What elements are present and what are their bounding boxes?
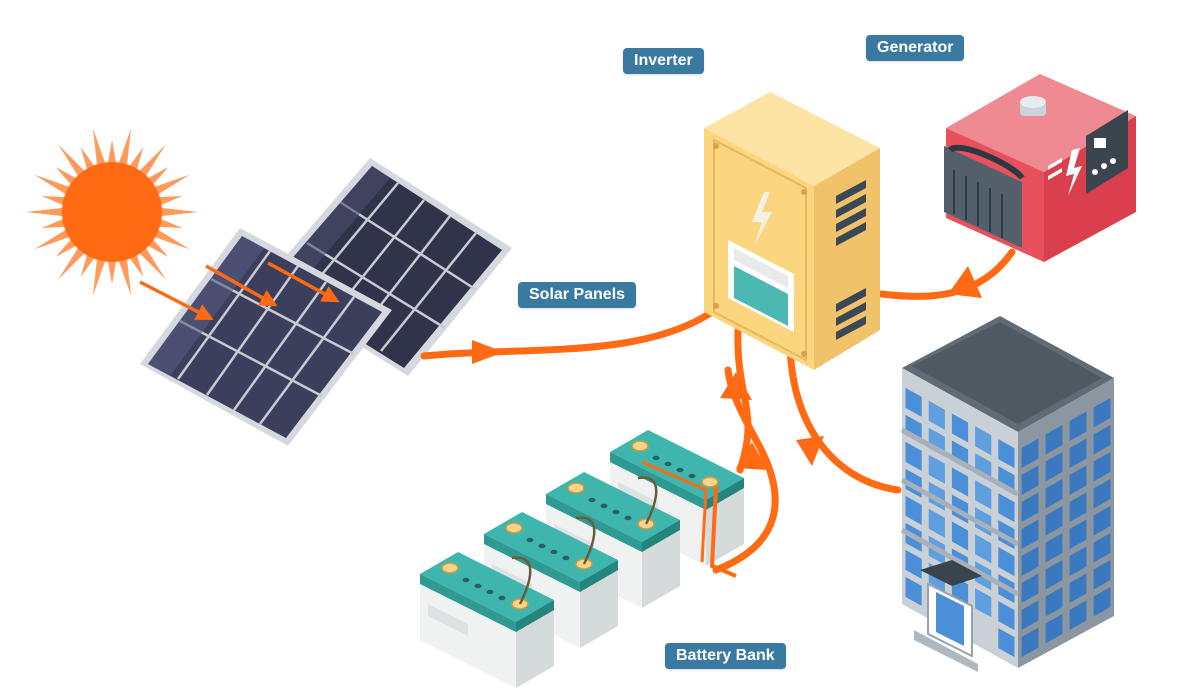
generator-icon xyxy=(944,74,1136,262)
flow-arrowheads xyxy=(472,266,982,470)
generator-label: Generator xyxy=(866,35,965,61)
inverter-icon xyxy=(704,92,880,370)
inverter-label: Inverter xyxy=(623,48,704,74)
solar-panels-icon xyxy=(139,158,512,446)
building-windows-right xyxy=(1021,398,1111,657)
flow-inverter-to-battery xyxy=(734,326,752,474)
solar-panels-label: Solar Panels xyxy=(518,282,637,308)
battery-unit xyxy=(420,552,554,688)
sun-icon xyxy=(26,128,198,296)
flow-solar-to-inverter xyxy=(420,308,716,360)
flow-generator-to-inverter xyxy=(878,248,1016,300)
building-icon xyxy=(900,316,1114,672)
battery-bank-label: Battery Bank xyxy=(665,643,786,669)
flow-lines xyxy=(420,248,1016,574)
battery-bank-icon xyxy=(420,430,744,688)
